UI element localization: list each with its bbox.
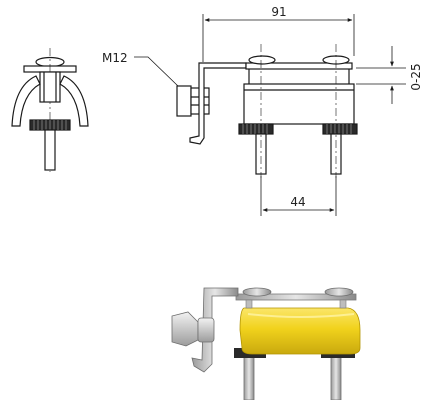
- front-view-knurled-nut: [238, 123, 274, 135]
- render-bolt-shank: [243, 355, 255, 400]
- render-bolt-head: [324, 287, 354, 297]
- render-m12-nut: [171, 311, 199, 347]
- m12-callout-leader: [134, 56, 179, 87]
- side-view: [11, 48, 89, 172]
- side-view-bolt-shank: [44, 129, 56, 171]
- m12-callout-label: M12: [102, 51, 128, 65]
- m12-nut: [176, 85, 192, 117]
- render-l-bracket: [191, 287, 239, 373]
- render-top-plate: [235, 293, 357, 301]
- dimension-bolt-spacing: [260, 176, 337, 216]
- front-view-top-plate: [245, 62, 353, 70]
- front-view-knurled-nut: [322, 123, 358, 135]
- front-view-bolt-head: [248, 55, 276, 65]
- product-render: [171, 287, 361, 400]
- front-view-clamp-body: [243, 83, 355, 125]
- front-view: [176, 44, 358, 178]
- l-bracket: [189, 62, 247, 145]
- render-yellow-clamp-body: [239, 307, 361, 355]
- bolt-spacing-label: 44: [290, 195, 305, 209]
- clamp-range-label: 0-25: [409, 63, 423, 90]
- render-bolt-head: [242, 287, 272, 297]
- side-view-clamp-arm: [59, 75, 89, 127]
- dimension-overall-width: [202, 14, 355, 62]
- render-bolt-shank: [330, 355, 342, 400]
- dimension-clamp-range: [356, 46, 406, 104]
- side-view-clamp-arm: [11, 75, 41, 127]
- overall-width-label: 91: [271, 5, 286, 19]
